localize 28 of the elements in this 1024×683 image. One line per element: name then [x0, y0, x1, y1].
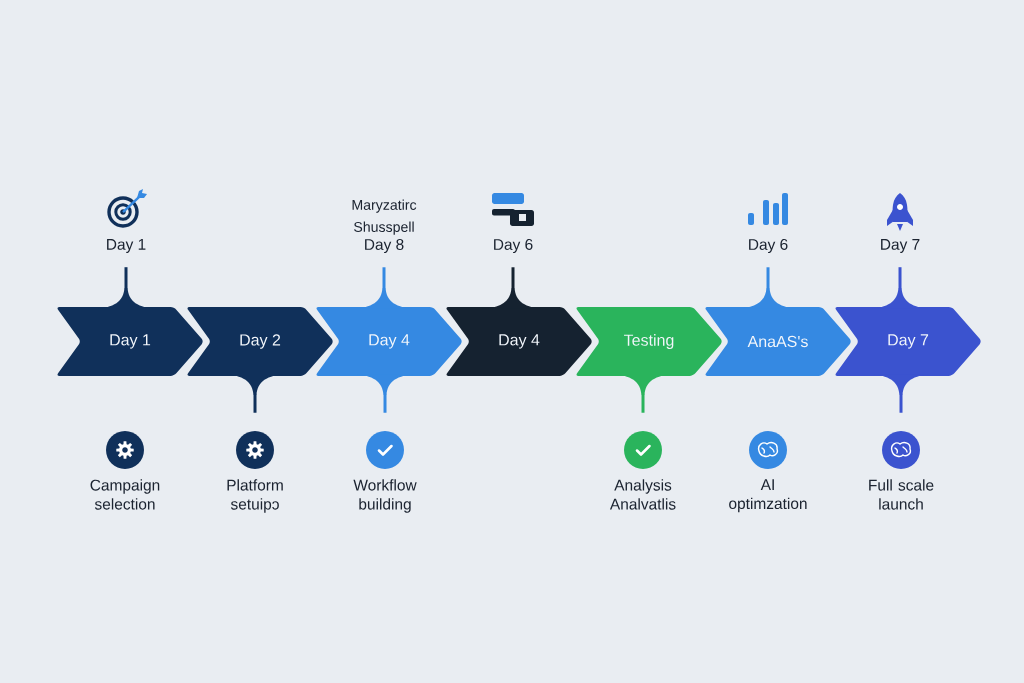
- stem-line: [899, 394, 903, 413]
- chevron-step: Day 4: [446, 288, 592, 376]
- step-label: Analysis Analvatlis: [609, 479, 676, 510]
- stem-line: [124, 267, 128, 289]
- step-label: AI optimzation: [729, 479, 807, 513]
- stem-line: [253, 394, 257, 413]
- step-label: Platform setuipɔ: [227, 479, 283, 513]
- chevron-step: Day 7: [835, 288, 981, 395]
- stem-line: [898, 267, 902, 289]
- stem-line: [383, 394, 387, 413]
- stem-line: [766, 267, 770, 289]
- chevron-step: Day 2: [187, 307, 333, 395]
- step-label: Workflow building: [353, 479, 417, 513]
- day-label: Day 6: [749, 239, 788, 253]
- chevron-step: AnaAS's: [705, 288, 851, 376]
- day-label: Day 6: [494, 239, 533, 253]
- stem-line: [511, 267, 515, 289]
- stem-line: [641, 394, 645, 413]
- caption-text: Maryzatirc Shusspell: [352, 199, 417, 235]
- day-label: Day 8: [365, 239, 404, 253]
- stem-line: [382, 267, 386, 289]
- step-label: Full scale launch: [869, 479, 934, 510]
- chevron-step: Day 1: [57, 288, 203, 376]
- chevron-step: Day 4: [316, 288, 462, 395]
- day-label: Day 1: [107, 239, 146, 253]
- day-label: Day 7: [881, 239, 920, 253]
- chevron-step: Testing: [576, 307, 722, 395]
- step-label: Campaign selection: [90, 479, 160, 510]
